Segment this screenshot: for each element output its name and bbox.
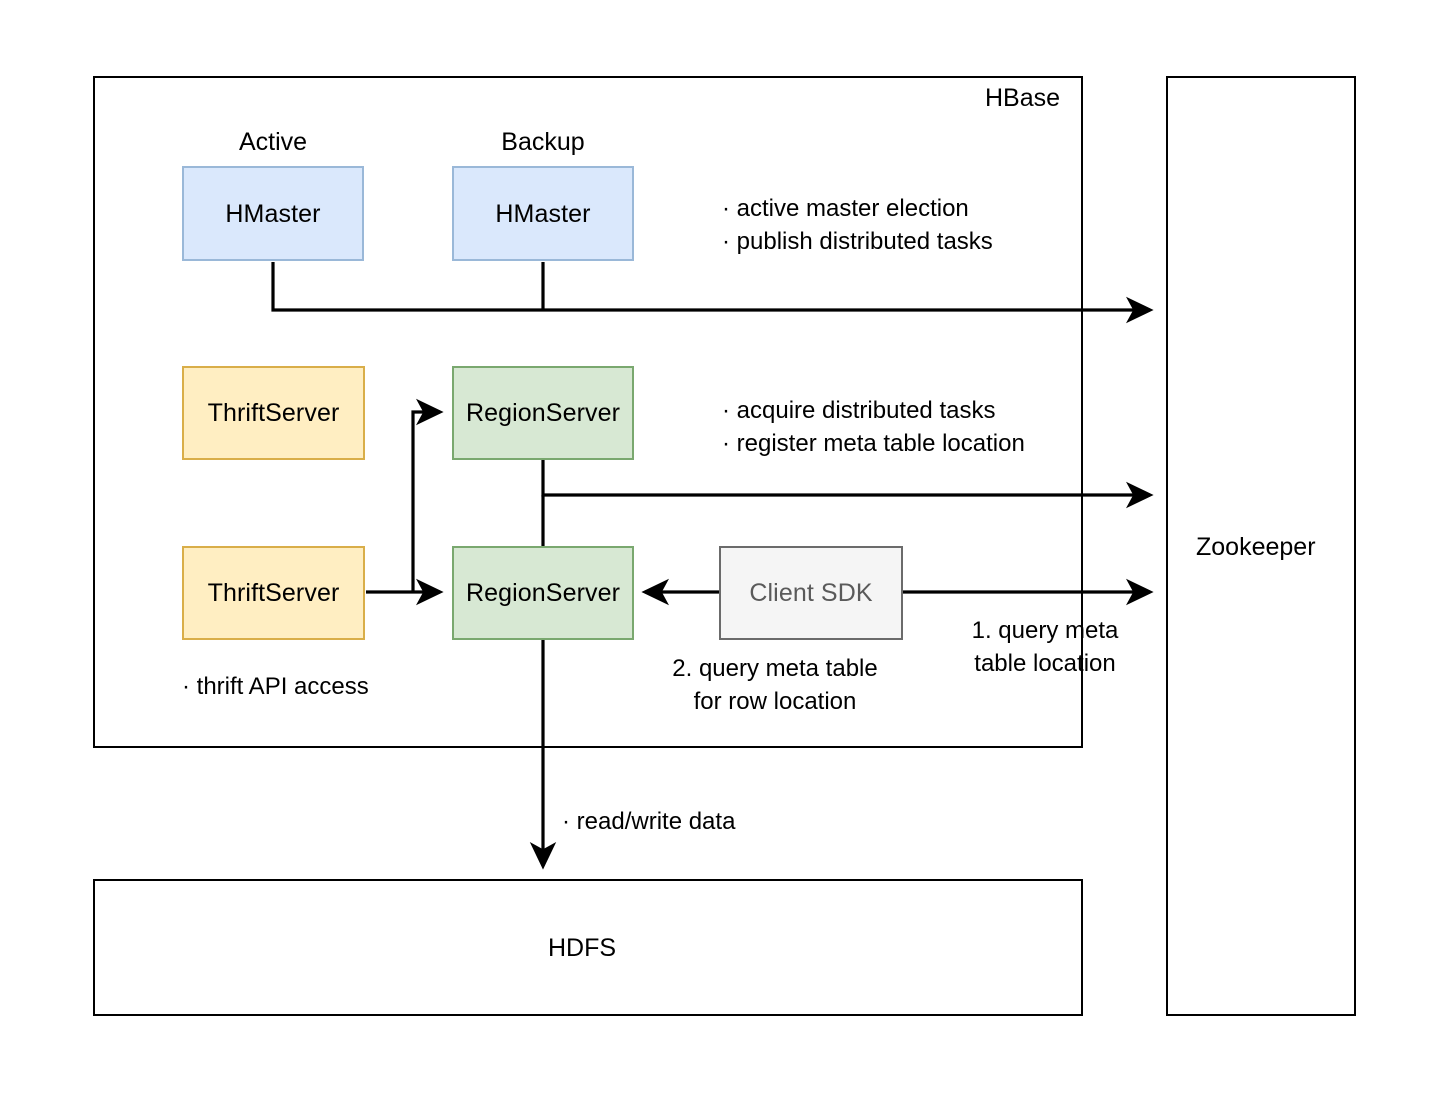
hdfs-container [93, 879, 1083, 1016]
step-1-note: 1. query meta table location [971, 617, 1119, 678]
thriftserver-1-label: ThriftServer [207, 399, 340, 427]
master-note: · active master election · publish distr… [722, 195, 993, 256]
regionserver-1-node[interactable]: RegionServer [452, 366, 634, 460]
client-sdk-label: Client SDK [749, 579, 873, 607]
thriftserver-2-label: ThriftServer [207, 579, 340, 607]
thriftserver-1-node[interactable]: ThriftServer [182, 366, 365, 460]
hmaster-backup-node[interactable]: HMaster [452, 166, 634, 261]
hmaster-backup-label: HMaster [495, 199, 591, 228]
hbase-container-label: HBase [985, 84, 1061, 112]
thriftserver-2-node[interactable]: ThriftServer [182, 546, 365, 640]
zookeeper-container [1166, 76, 1356, 1016]
client-sdk-node[interactable]: Client SDK [719, 546, 903, 640]
regionserver-note: · acquire distributed tasks · register m… [722, 397, 1025, 458]
hmaster-active-label: HMaster [225, 199, 321, 228]
step-2-note: 2. query meta table for row location [672, 655, 878, 716]
regionserver-1-label: RegionServer [465, 399, 621, 427]
hdfs-note: · read/write data [562, 808, 736, 835]
hbase-container [93, 76, 1083, 748]
hmaster-active-node[interactable]: HMaster [182, 166, 364, 261]
regionserver-2-node[interactable]: RegionServer [452, 546, 634, 640]
backup-caption: Backup [501, 128, 585, 156]
regionserver-2-label: RegionServer [465, 579, 621, 607]
thrift-note: · thrift API access [182, 673, 369, 700]
active-caption: Active [238, 128, 308, 156]
zookeeper-container-label: Zookeeper [1196, 533, 1316, 561]
hdfs-container-label: HDFS [548, 934, 617, 962]
